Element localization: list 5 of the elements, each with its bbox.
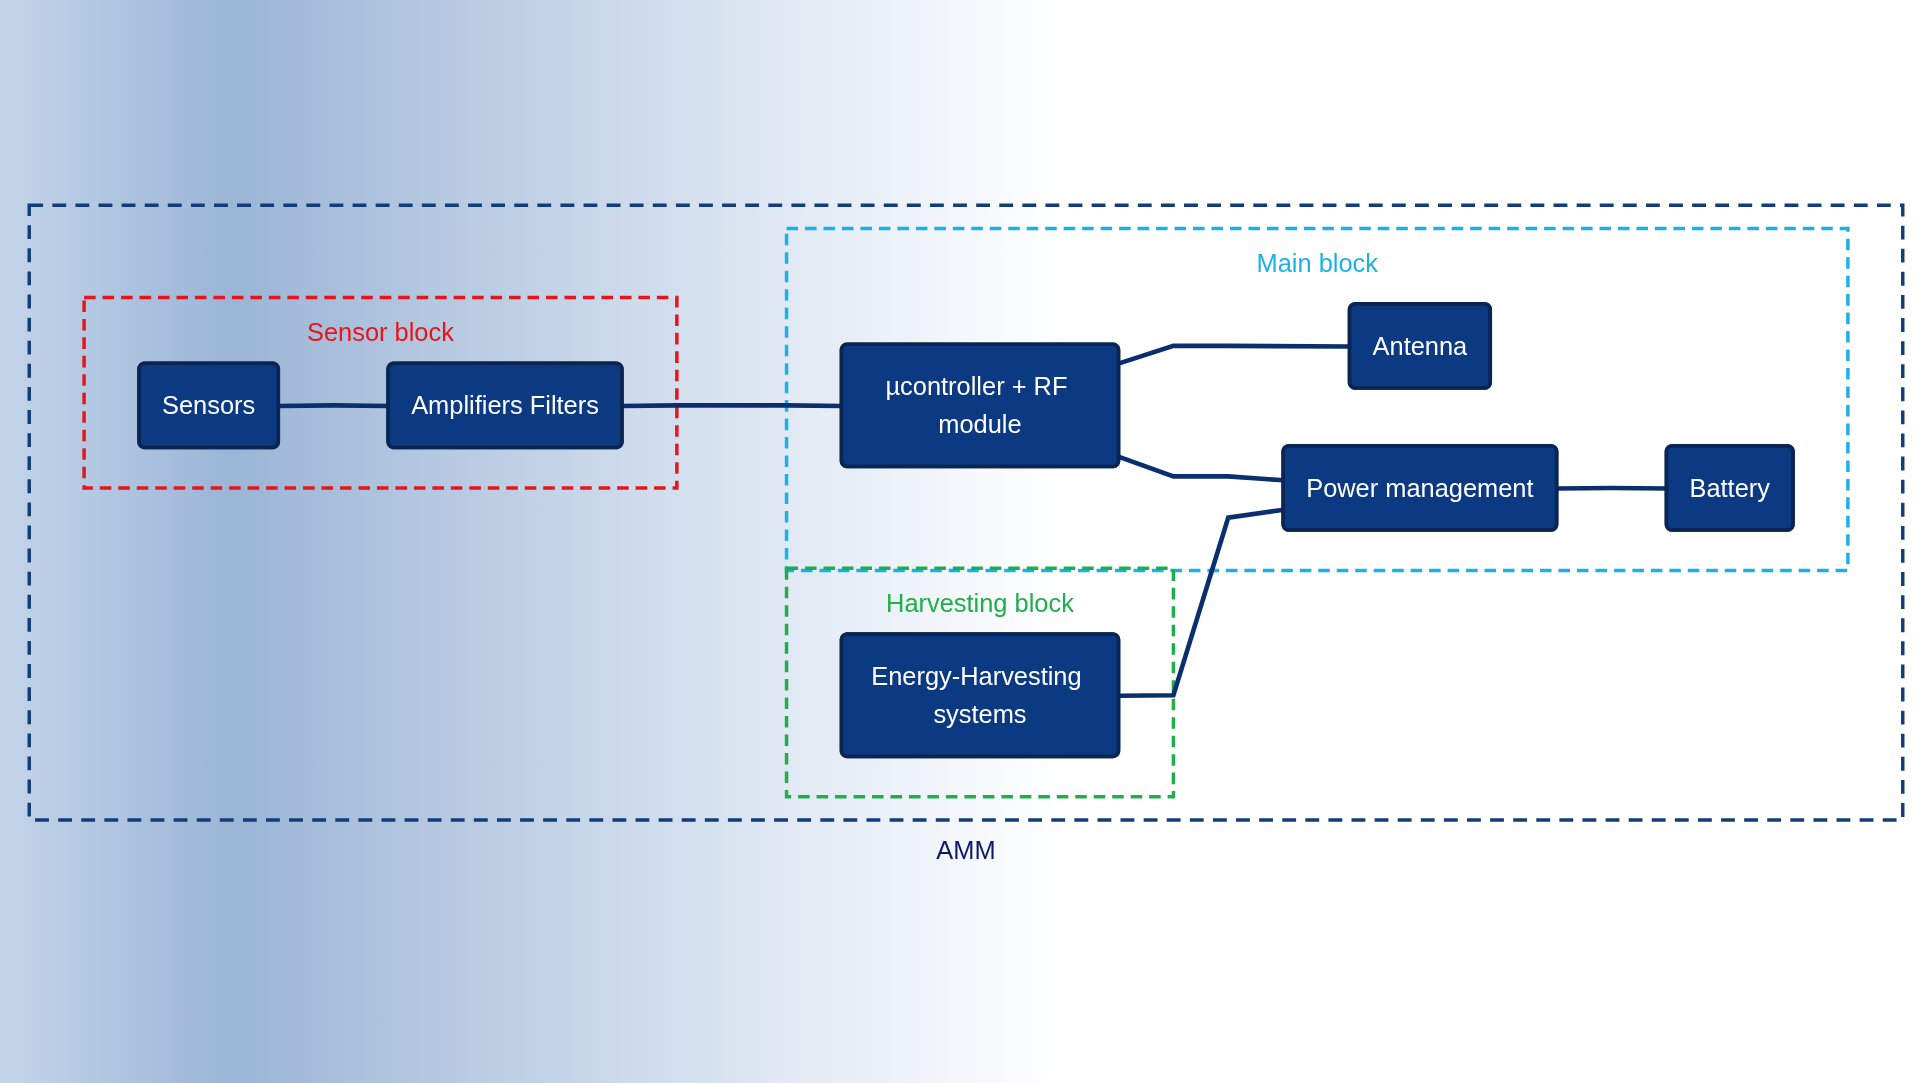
connector [622, 403, 842, 409]
cluster [27, 203, 1905, 822]
connector [1118, 343, 1351, 366]
connector [1557, 485, 1667, 491]
node-label: AMM [936, 836, 996, 865]
